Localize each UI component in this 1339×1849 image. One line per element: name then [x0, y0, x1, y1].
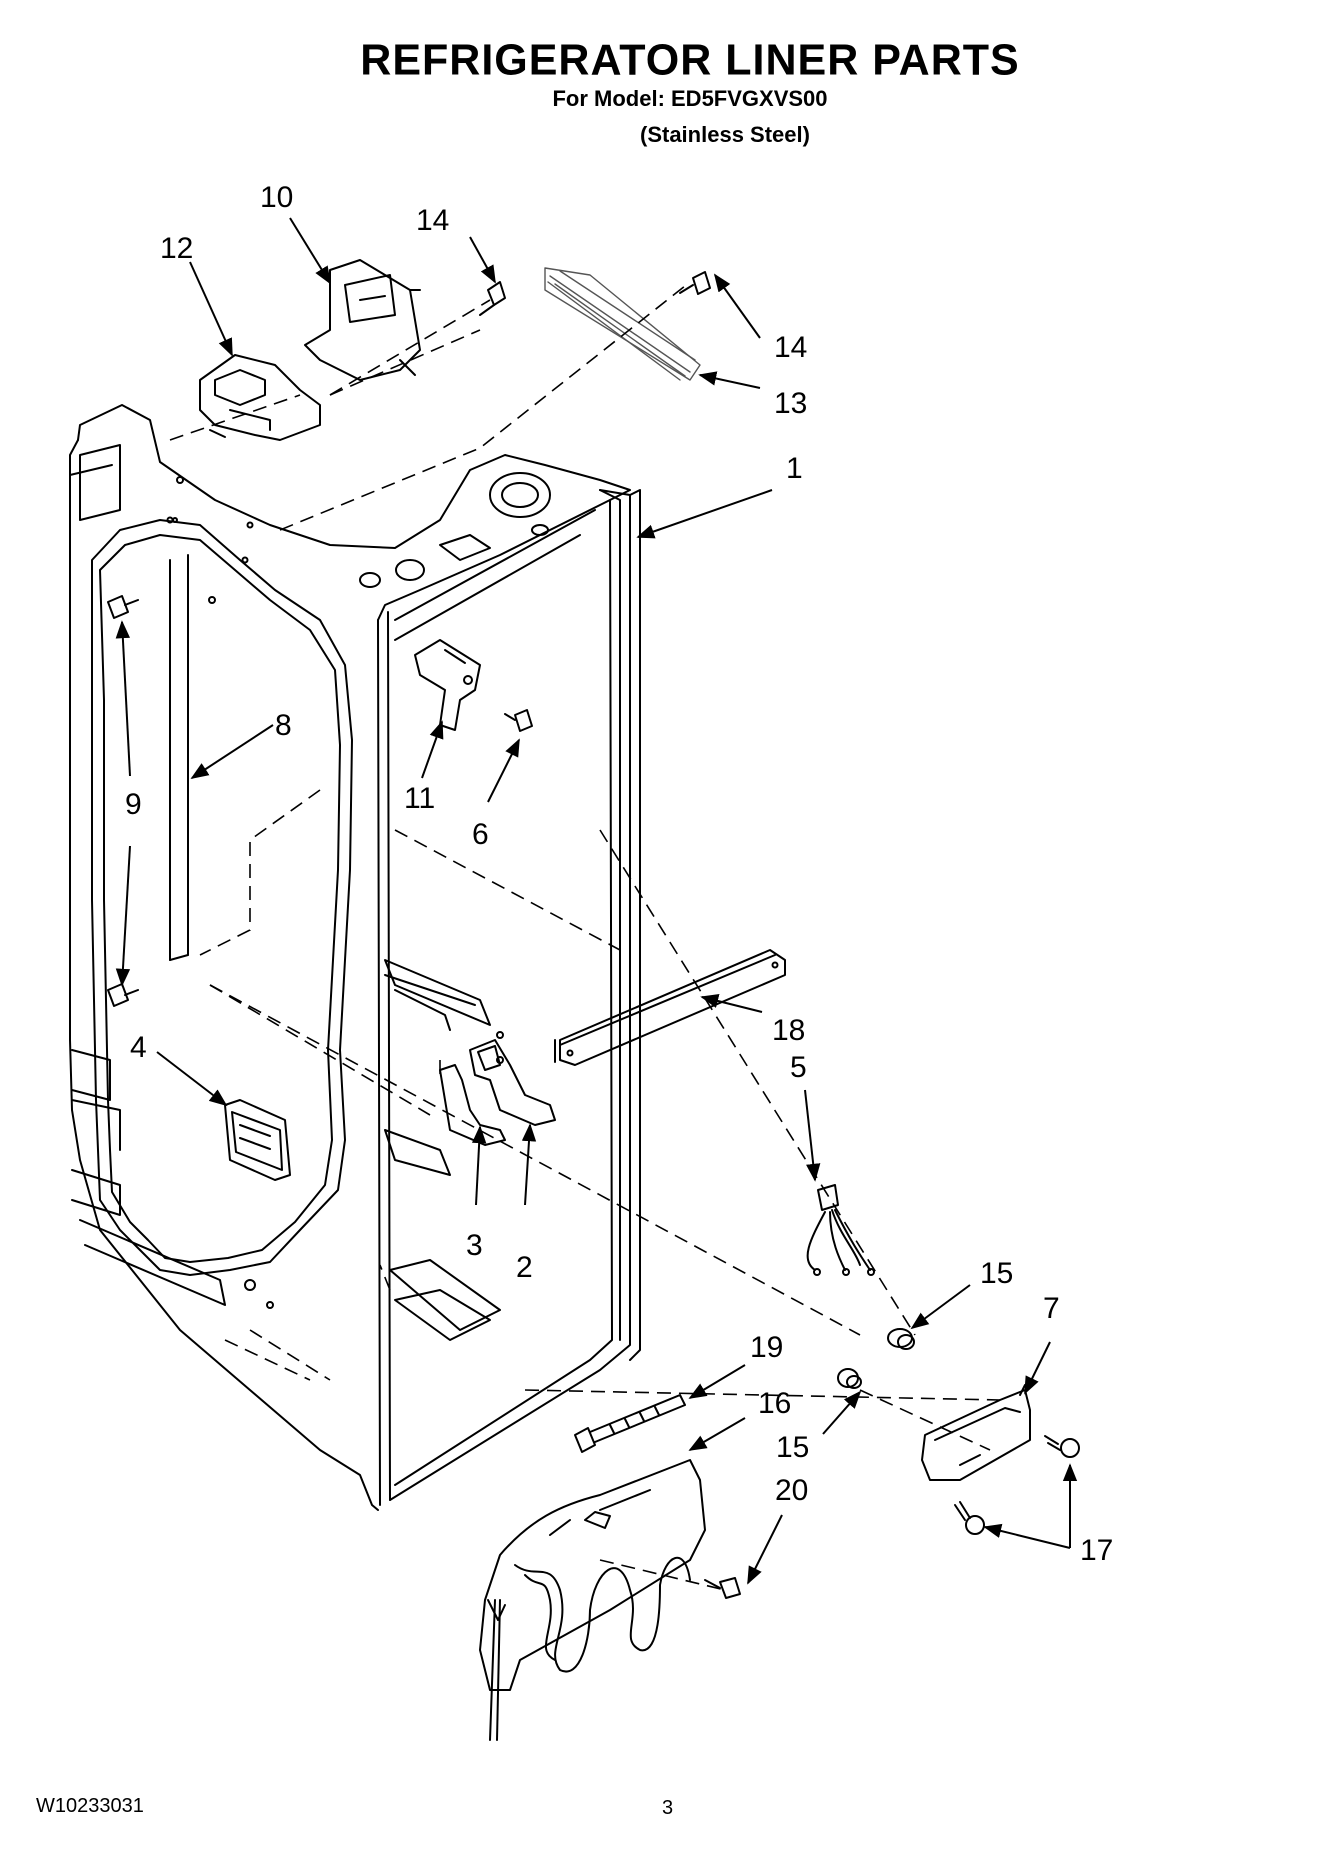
callout-16: 16 [758, 1387, 791, 1420]
part-13-gasket-strip [544, 267, 701, 381]
model-line: For Model: ED5FVGXVS00 [552, 86, 828, 111]
part-18-cross-brace [554, 949, 786, 1066]
part-14-screw-right [679, 271, 711, 295]
alignment-lines [169, 281, 1001, 1591]
part-6-screw [504, 709, 533, 732]
part-5-wire-harness [806, 1184, 875, 1276]
part-2-bracket [469, 1039, 556, 1126]
callout-6: 6 [472, 818, 489, 851]
callout-14-right: 14 [774, 331, 807, 364]
callout-8: 8 [275, 709, 292, 742]
callout-12: 12 [160, 232, 193, 265]
part-4-module [224, 1099, 291, 1181]
leader-arrows [115, 217, 1078, 1585]
part-19-tie-strap [574, 1394, 686, 1453]
callout-7: 7 [1043, 1292, 1060, 1325]
part-3-bracket [439, 1064, 506, 1146]
callout-10: 10 [260, 181, 293, 214]
callout-5: 5 [790, 1051, 807, 1084]
part-7-cover [921, 1384, 1031, 1481]
callout-4: 4 [130, 1031, 147, 1064]
callout-15-lower: 15 [776, 1431, 809, 1464]
callout-14-upper: 14 [416, 204, 449, 237]
part-9-screw-top [107, 595, 139, 619]
part-15-grommet-lower [837, 1368, 862, 1389]
callout-11: 11 [404, 782, 435, 815]
callout-2: 2 [516, 1251, 533, 1284]
page-title: REFRIGERATOR LINER PARTS [360, 35, 1020, 85]
part-14-screw-left [479, 281, 506, 316]
part-12-control-housing [199, 354, 321, 441]
part-9-screw-bottom [107, 983, 139, 1007]
part-17-screw-upper [1044, 1435, 1080, 1458]
callout-15-upper: 15 [980, 1257, 1013, 1290]
callout-18: 18 [772, 1014, 805, 1047]
part-16-heater-coil [479, 1459, 706, 1741]
callout-20: 20 [775, 1474, 808, 1507]
callout-17: 17 [1080, 1534, 1113, 1567]
callout-1: 1 [786, 452, 803, 485]
page-number: 3 [662, 1797, 674, 1819]
callout-19: 19 [750, 1331, 783, 1364]
callout-3: 3 [466, 1229, 483, 1262]
document-number: W10233031 [36, 1795, 144, 1817]
part-17-screw-lower [954, 1501, 985, 1535]
part-15-grommet-upper [887, 1328, 915, 1350]
callout-13: 13 [774, 387, 807, 420]
part-20-screw [704, 1577, 741, 1599]
part-11-bracket [414, 639, 481, 731]
refrigerator-liner-cabinet [69, 404, 641, 1511]
part-10-bracket [304, 259, 421, 381]
callout-9: 9 [125, 788, 142, 821]
finish-label: (Stainless Steel) [640, 122, 810, 147]
